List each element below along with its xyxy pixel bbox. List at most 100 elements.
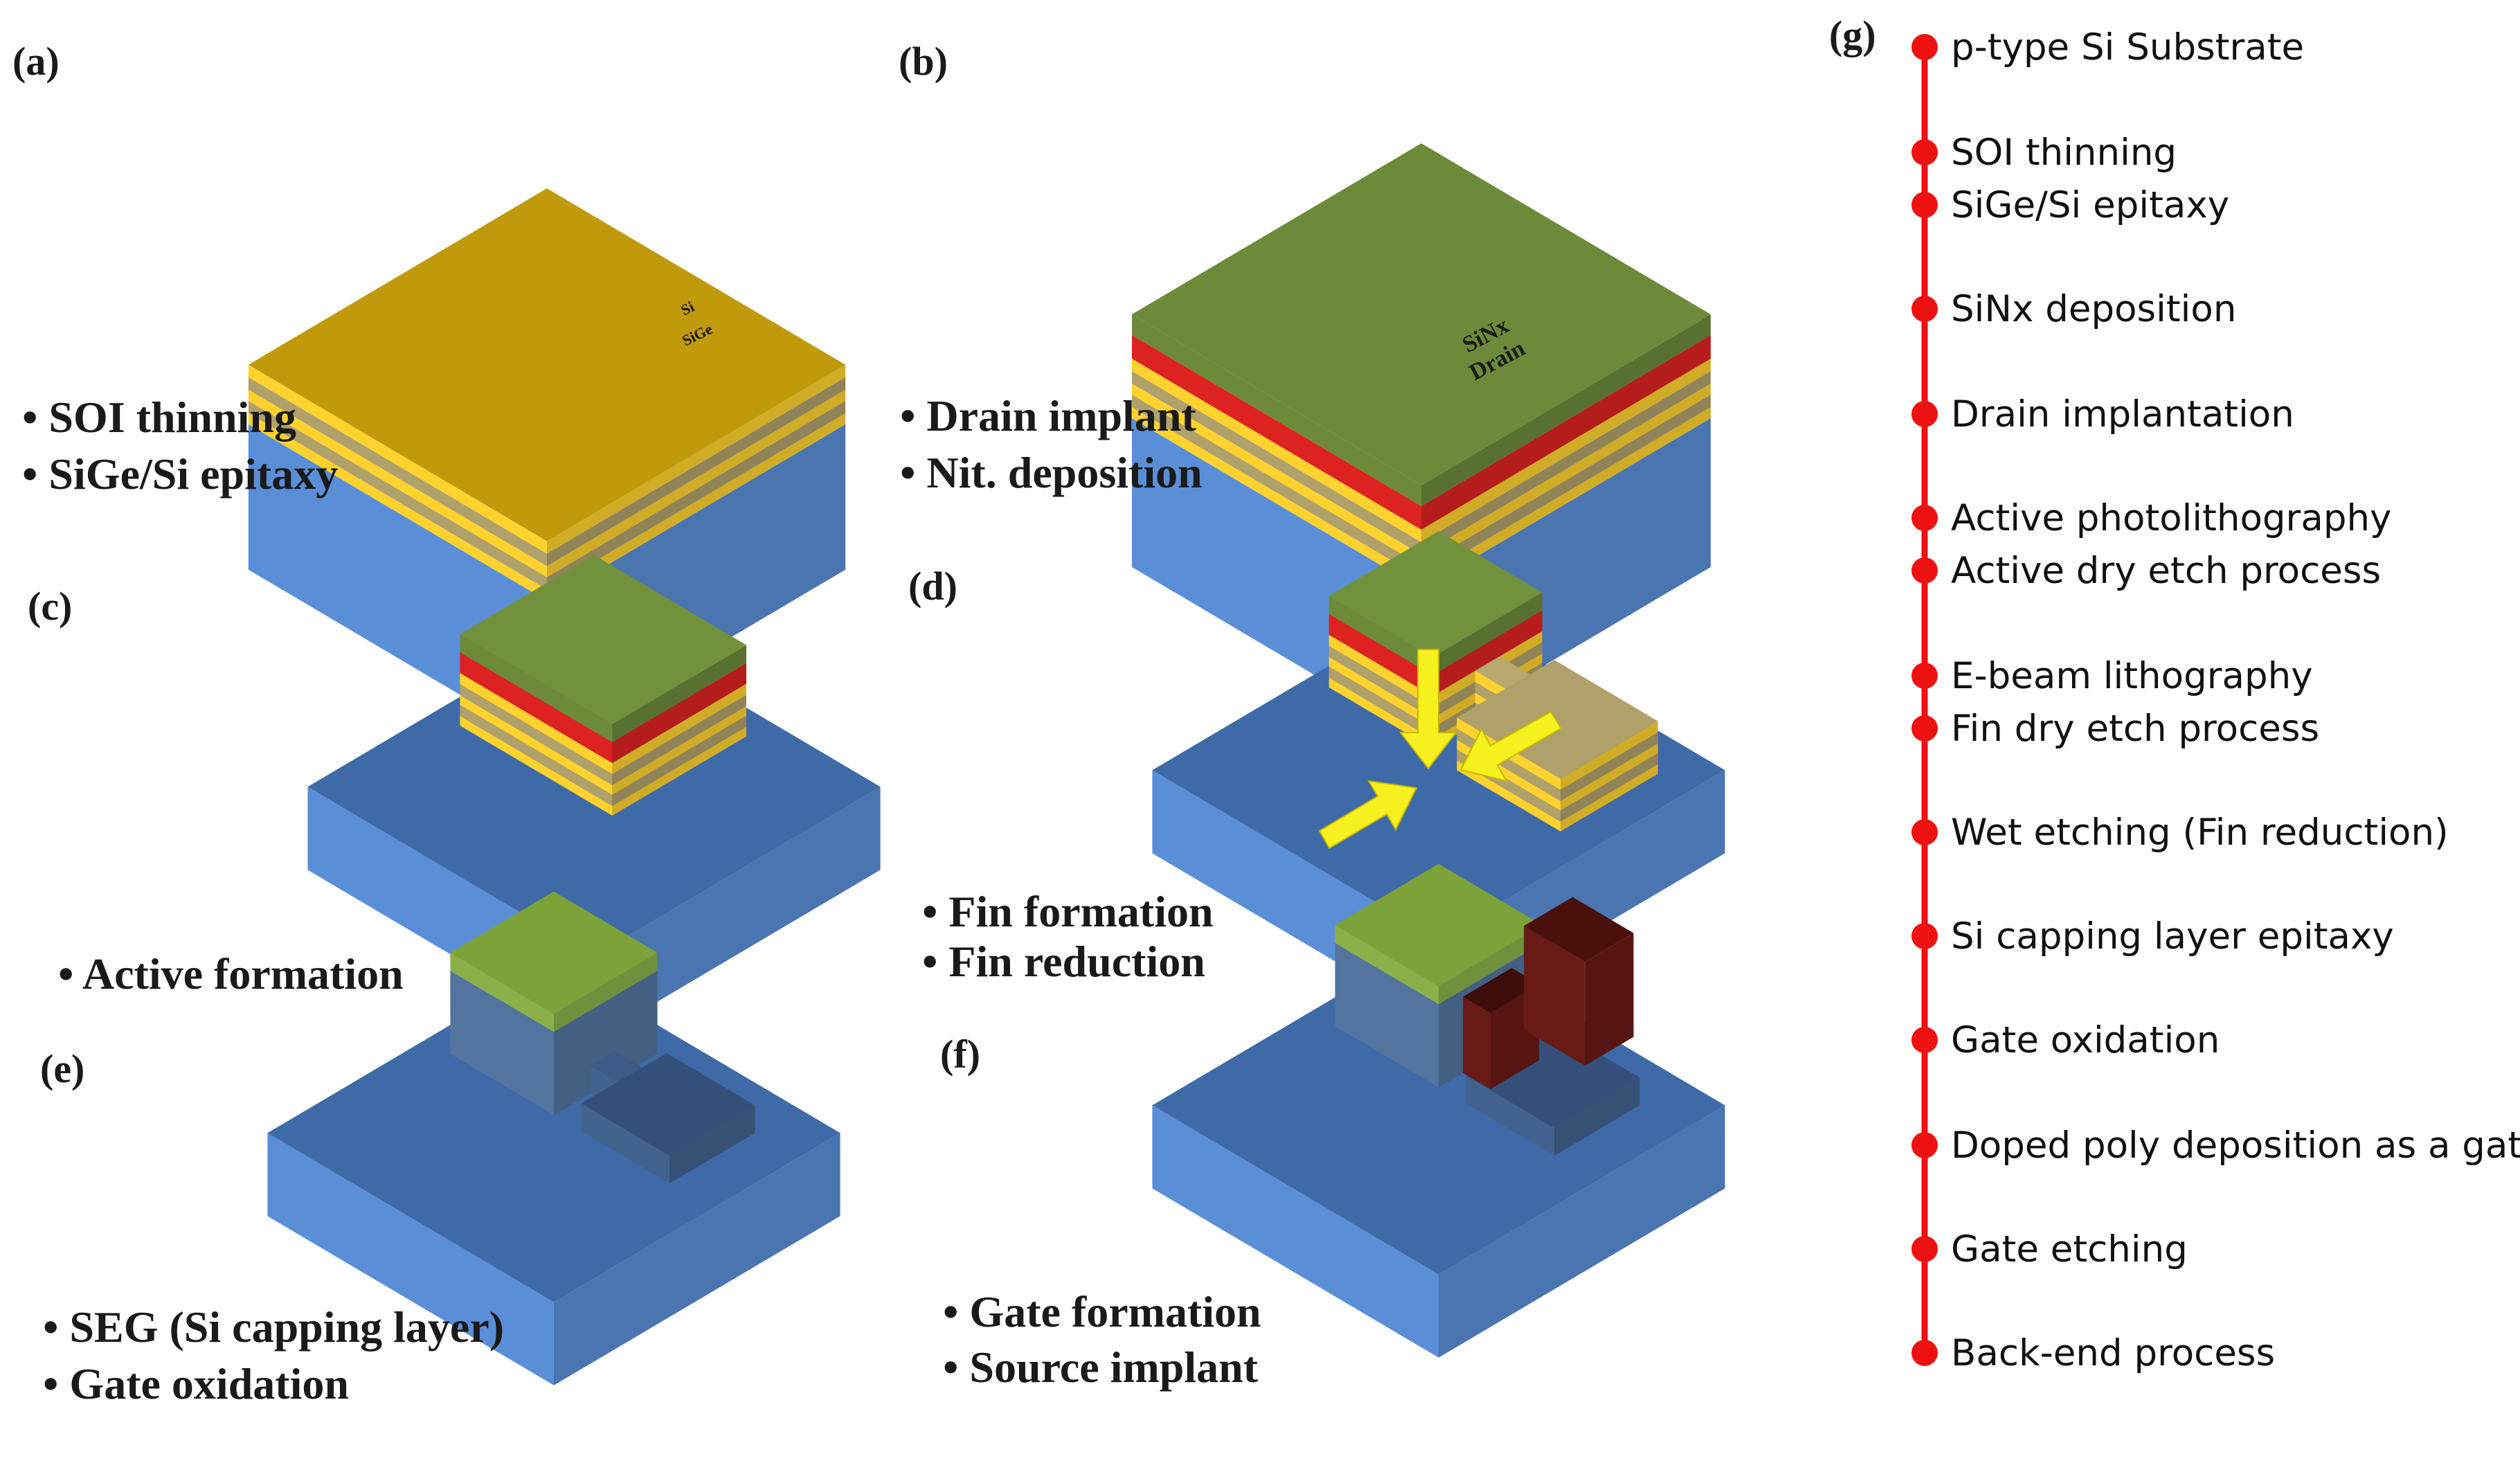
panel-b-si-2-left-face bbox=[1132, 384, 1421, 566]
flow-dot bbox=[1911, 1236, 1938, 1262]
caption-f-2: • Source implant bbox=[943, 1343, 1259, 1392]
panel-b-sinx-left-face bbox=[1132, 314, 1421, 506]
panel-b-si-2-right-face bbox=[1421, 384, 1711, 566]
panel-f-mesa-body-left-face bbox=[1335, 943, 1439, 1088]
caption-f-1: • Gate formation bbox=[943, 1287, 1261, 1336]
panel-d-mesa-sige-2-left-face bbox=[1329, 645, 1433, 719]
flow-dot bbox=[1911, 923, 1938, 949]
panel-d-mesa-si-1-left-face bbox=[1329, 677, 1433, 749]
panel-label-c: (c) bbox=[28, 584, 72, 629]
panel-d-fin-bar-top-face bbox=[1475, 656, 1530, 689]
flow-step-label: SiGe/Si epitaxy bbox=[1951, 184, 2229, 226]
panel-c-mesa-si-3-right-face bbox=[612, 683, 746, 774]
device-illustrations bbox=[248, 143, 1725, 1385]
flow-step-label: Active dry etch process bbox=[1951, 550, 2381, 592]
panel-f-slab-top-face bbox=[1152, 936, 1725, 1275]
panel-c-mesa-si-1-left-face bbox=[460, 716, 613, 816]
panel-f-mesa-sinx-left-face bbox=[1335, 925, 1439, 1005]
panel-f-gate-wrap-top-face bbox=[1463, 968, 1540, 1013]
panel-f-slab-substrate-right-face bbox=[1439, 1105, 1725, 1358]
flow-dot bbox=[1911, 505, 1938, 531]
panel-f-gate-pad-top-face bbox=[1524, 897, 1634, 962]
panel-d-pad-si-1-right-face bbox=[1560, 764, 1658, 832]
panel-b-sige-2-right-face bbox=[1421, 371, 1711, 555]
caption-b-2: • Nit. deposition bbox=[900, 448, 1203, 497]
flow-dot bbox=[1911, 296, 1938, 322]
panel-a-si-1-right-face bbox=[547, 413, 846, 601]
flow-dot bbox=[1911, 139, 1938, 165]
panel-f-mesa-sinx-right-face bbox=[1439, 925, 1542, 1005]
panel-e-pad-pad-right-face bbox=[669, 1105, 755, 1184]
panel-b-sinx-right-face bbox=[1421, 314, 1711, 506]
panel-c-active bbox=[307, 555, 881, 1039]
caption-a-1: • SOI thinning bbox=[22, 393, 296, 442]
panel-label-g: (g) bbox=[1829, 12, 1876, 57]
panel-f-slab-substrate-left-face bbox=[1152, 1105, 1439, 1358]
flow-dot bbox=[1911, 401, 1938, 427]
panel-c-mesa-sinx-left-face bbox=[460, 634, 613, 742]
panel-d-mesa-drain-left-face bbox=[1329, 613, 1433, 697]
panel-c-mesa-si-2-right-face bbox=[612, 706, 746, 795]
caption-e-2: • Gate oxidation bbox=[43, 1359, 349, 1408]
panel-d-pad-sige-1-right-face bbox=[1560, 753, 1658, 822]
panel-d-arrow-down bbox=[1398, 649, 1458, 770]
flow-step-label: Doped poly deposition as a gate bbox=[1951, 1124, 2520, 1167]
flow-dot bbox=[1911, 715, 1938, 742]
panel-c-mesa-top-face bbox=[460, 555, 746, 724]
panel-d-pad-si-1-left-face bbox=[1457, 760, 1560, 832]
panel-f-mesa-top-face bbox=[1335, 863, 1542, 987]
panel-e-slab-substrate-right-face bbox=[554, 1133, 840, 1385]
flow-dot bbox=[1911, 1027, 1938, 1053]
panel-b-top-face bbox=[1132, 143, 1711, 485]
panel-c-slab-substrate-right-face bbox=[594, 787, 881, 1039]
panel-a-si-2-left-face bbox=[248, 389, 547, 577]
panel-b-si-3-right-face bbox=[1421, 359, 1711, 542]
panel-b-si-3-left-face bbox=[1132, 359, 1421, 542]
panel-label-d: (d) bbox=[908, 564, 957, 609]
flow-step-label: Active photolithography bbox=[1951, 497, 2391, 539]
panel-a-si-3-right-face bbox=[547, 364, 846, 554]
panel-label-a: (a) bbox=[12, 39, 60, 84]
panel-b-si-1-right-face bbox=[1421, 407, 1711, 589]
caption-d-1: • Fin formation bbox=[922, 887, 1214, 936]
panel-d-pad-si-3-right-face bbox=[1560, 721, 1658, 790]
panel-b-sige-1-left-face bbox=[1132, 395, 1421, 578]
panel-c-mesa-sige-1-right-face bbox=[612, 715, 746, 806]
flow-step-label: Gate etching bbox=[1951, 1228, 2188, 1271]
flow-dot bbox=[1911, 34, 1938, 60]
panel-a-wafer bbox=[248, 188, 846, 746]
panel-d-mesa-si-3-left-face bbox=[1329, 634, 1433, 708]
panel-d-arrow-left bbox=[1459, 710, 1563, 782]
flow-dot bbox=[1911, 1340, 1938, 1366]
panel-d-fin-bar-si-3-left-face bbox=[1475, 670, 1506, 700]
panel-e-mesa-body-left-face bbox=[450, 971, 554, 1115]
panel-f-gate-wrap-gate-wrap-left-face bbox=[1463, 996, 1491, 1089]
panel-d-mesa-sinx-left-face bbox=[1329, 595, 1433, 676]
flow-dot bbox=[1911, 663, 1938, 689]
panel-c-mesa-si-1-right-face bbox=[612, 726, 746, 816]
flow-dot bbox=[1911, 192, 1938, 218]
panel-c-mesa-sige-1-left-face bbox=[460, 705, 613, 806]
panel-c-mesa-drain-left-face bbox=[460, 652, 613, 763]
caption-b-1: • Drain implant bbox=[900, 391, 1196, 440]
flow-step-label: Drain implantation bbox=[1951, 393, 2294, 436]
flow-step-label: Back-end process bbox=[1951, 1332, 2275, 1374]
panel-a-si-1-left-face bbox=[248, 413, 547, 601]
panel-e-capping bbox=[267, 891, 840, 1385]
panel-c-mesa-si-3-left-face bbox=[460, 673, 613, 774]
panel-c-mesa-sinx-right-face bbox=[612, 645, 746, 742]
panel-b-wafer bbox=[1132, 143, 1711, 738]
caption-a-2: • SiGe/Si epitaxy bbox=[22, 449, 338, 499]
panel-e-mesa-sinx-right-face bbox=[554, 953, 658, 1032]
flow-step-label: SOI thinning bbox=[1951, 132, 2177, 174]
panel-e-pad-pad-left-face bbox=[581, 1103, 670, 1184]
panel-d-mesa-sinx-right-face bbox=[1432, 592, 1542, 676]
panel-f-gate-pad-gate-pad-left-face bbox=[1524, 926, 1585, 1066]
panel-e-pad-top-face bbox=[581, 1053, 755, 1156]
panel-d-mesa-top-face bbox=[1329, 531, 1542, 658]
flow-dot bbox=[1911, 1132, 1938, 1158]
panel-b-drain-right-face bbox=[1421, 335, 1711, 530]
flow-step-label: p-type Si Substrate bbox=[1951, 26, 2304, 69]
